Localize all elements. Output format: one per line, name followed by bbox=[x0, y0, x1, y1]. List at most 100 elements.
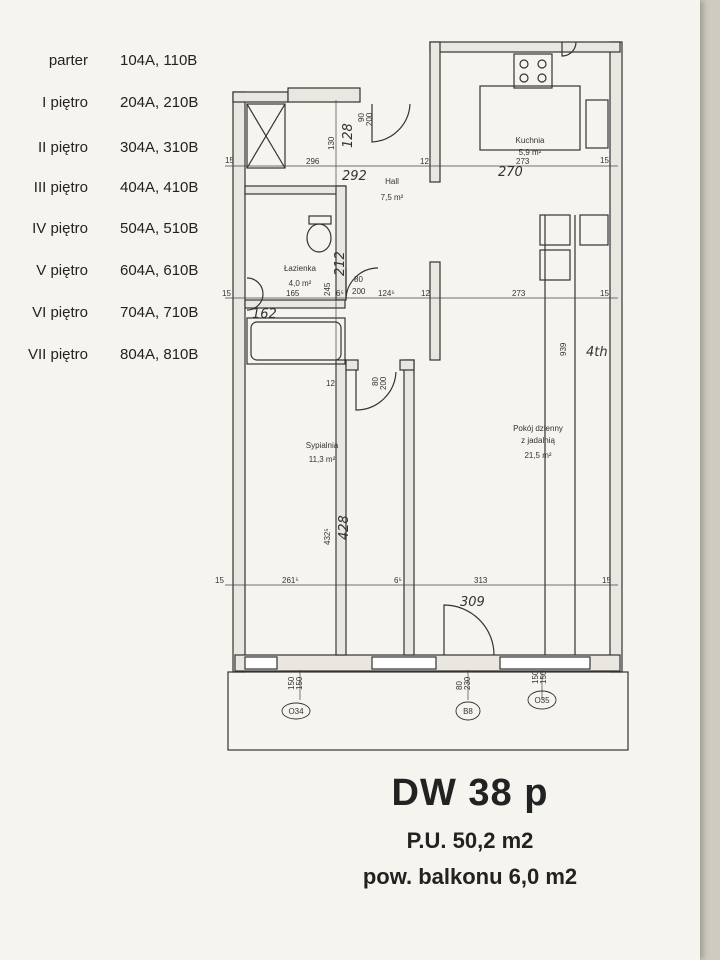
burner bbox=[537, 73, 547, 83]
vent-door bbox=[561, 41, 577, 57]
wall-stub bbox=[399, 359, 415, 371]
kitchen-west-wall bbox=[429, 41, 441, 183]
chair bbox=[539, 214, 571, 246]
floor-name: parter bbox=[48, 52, 88, 69]
bathtub-inner bbox=[250, 321, 342, 361]
handwritten-note: 128 bbox=[341, 123, 356, 148]
room-name-bathroom: Łazienka bbox=[284, 264, 317, 273]
room-name-living-2: z jadalnią bbox=[521, 436, 555, 445]
dimension-label: 6⁵ bbox=[336, 289, 344, 298]
room-name-bedroom: Sypialnia bbox=[306, 441, 339, 450]
chair bbox=[579, 214, 609, 246]
handwritten-note: 309 bbox=[460, 595, 485, 610]
dimension-label: 313 bbox=[474, 576, 488, 585]
dimension-label: 230 bbox=[463, 676, 472, 690]
dimension-label: 200 bbox=[365, 112, 374, 126]
burner bbox=[519, 59, 529, 69]
apartment-code: DW 38 p bbox=[391, 772, 549, 814]
dimension-label: 296 bbox=[306, 157, 320, 166]
floor-units: 704A, 710B bbox=[120, 304, 199, 321]
dimension-label: 124⁵ bbox=[378, 289, 395, 298]
floor-units: 504A, 510B bbox=[120, 220, 199, 237]
dimension-label: 15 bbox=[600, 289, 609, 298]
dimension-label: 15 bbox=[215, 576, 224, 585]
room-area-bathroom: 4,0 m² bbox=[289, 279, 312, 288]
floor-units: 604A, 610B bbox=[120, 262, 199, 279]
window bbox=[499, 656, 591, 670]
marker-circle bbox=[281, 702, 311, 720]
floor-name: VII piętro bbox=[27, 346, 88, 363]
toilet bbox=[306, 223, 332, 253]
handwritten-note: 428 bbox=[337, 515, 352, 540]
dimension-label: 200 bbox=[379, 376, 388, 390]
document-sheet bbox=[0, 0, 700, 960]
marker-circle bbox=[527, 690, 557, 710]
bathtub bbox=[246, 317, 346, 365]
dimension-label: 130 bbox=[327, 136, 336, 150]
floor-units: 404A, 410B bbox=[120, 179, 199, 196]
dimension-label: 12 bbox=[326, 379, 335, 388]
axis-marker: O34 bbox=[288, 707, 304, 716]
chair bbox=[539, 249, 571, 281]
shower-cross bbox=[246, 103, 286, 169]
burner bbox=[519, 73, 529, 83]
dimension-label: 150 bbox=[531, 670, 540, 684]
dimension-label: 12 bbox=[420, 157, 429, 166]
axis-marker: B8 bbox=[463, 707, 473, 716]
dimension-label: 15 bbox=[225, 156, 234, 165]
washbasin bbox=[246, 277, 264, 311]
dimension-label: 939 bbox=[559, 342, 568, 356]
floor-plan: Kuchnia 5,9 m² Hall 7,5 m² Łazienka 4,0 … bbox=[215, 41, 629, 751]
east-wall bbox=[609, 41, 623, 673]
entrance-door bbox=[371, 103, 411, 143]
floor-name: VI piętro bbox=[32, 304, 88, 321]
burner bbox=[537, 59, 547, 69]
bath-south-wall bbox=[244, 299, 346, 309]
handwritten-note: 292 bbox=[342, 169, 367, 184]
handwritten-note: 162 bbox=[252, 307, 277, 322]
room-area-living: 21,5 m² bbox=[524, 451, 551, 460]
floor-units: 304A, 310B bbox=[120, 139, 199, 156]
dimension-label: 261⁵ bbox=[282, 576, 299, 585]
handwritten-note: 212 bbox=[333, 251, 348, 276]
floor-name: III piętro bbox=[33, 179, 88, 196]
toilet-tank bbox=[308, 215, 332, 225]
dimension-label: 273 bbox=[516, 157, 530, 166]
north-wall-kitchen bbox=[429, 41, 621, 53]
north-wall-hall bbox=[287, 87, 361, 103]
floor-name: I piętro bbox=[42, 94, 88, 111]
dimension-label: 6⁵ bbox=[394, 576, 402, 585]
dimension-label: 273 bbox=[512, 289, 526, 298]
handwritten-note: 270 bbox=[498, 165, 523, 180]
dimension-label: 150 bbox=[295, 676, 304, 690]
bath-east-wall bbox=[335, 185, 347, 301]
balcony-area: pow. balkonu 6,0 m2 bbox=[362, 864, 578, 889]
dimension-label: 12 bbox=[421, 289, 430, 298]
room-name-hall: Hall bbox=[385, 177, 399, 186]
room-name-kitchen: Kuchnia bbox=[516, 136, 545, 145]
bedroom-east-wall-a bbox=[335, 359, 347, 656]
dimension-label: 15 bbox=[222, 289, 231, 298]
window bbox=[244, 656, 278, 670]
dimension-label: 15 bbox=[602, 576, 611, 585]
usable-area: P.U. 50,2 m2 bbox=[406, 828, 534, 853]
dimension-label: 432⁵ bbox=[323, 528, 332, 545]
bathroom-door bbox=[345, 267, 379, 301]
room-area-kitchen: 5,9 m² bbox=[519, 148, 542, 157]
dimension-label: 200 bbox=[352, 287, 366, 296]
dimension-label: 90 bbox=[357, 113, 366, 122]
floor-units: 104A, 110B bbox=[120, 52, 198, 69]
bedroom-east-wall-b bbox=[403, 359, 415, 656]
floor-name: IV piętro bbox=[32, 220, 88, 237]
north-wall-bath bbox=[232, 91, 289, 103]
axis-marker: O35 bbox=[534, 696, 550, 705]
kitchen-sink bbox=[585, 99, 609, 149]
dimension-label: 245 bbox=[323, 282, 332, 296]
dimension-label: 150 bbox=[539, 670, 548, 684]
floor-units: 804A, 810B bbox=[120, 346, 199, 363]
dimension-label: 80 bbox=[354, 275, 363, 284]
floor-name: II piętro bbox=[37, 139, 88, 156]
kitchen-table bbox=[479, 85, 581, 151]
room-area-bedroom: 11,3 m² bbox=[309, 455, 336, 464]
cooker bbox=[513, 53, 553, 89]
